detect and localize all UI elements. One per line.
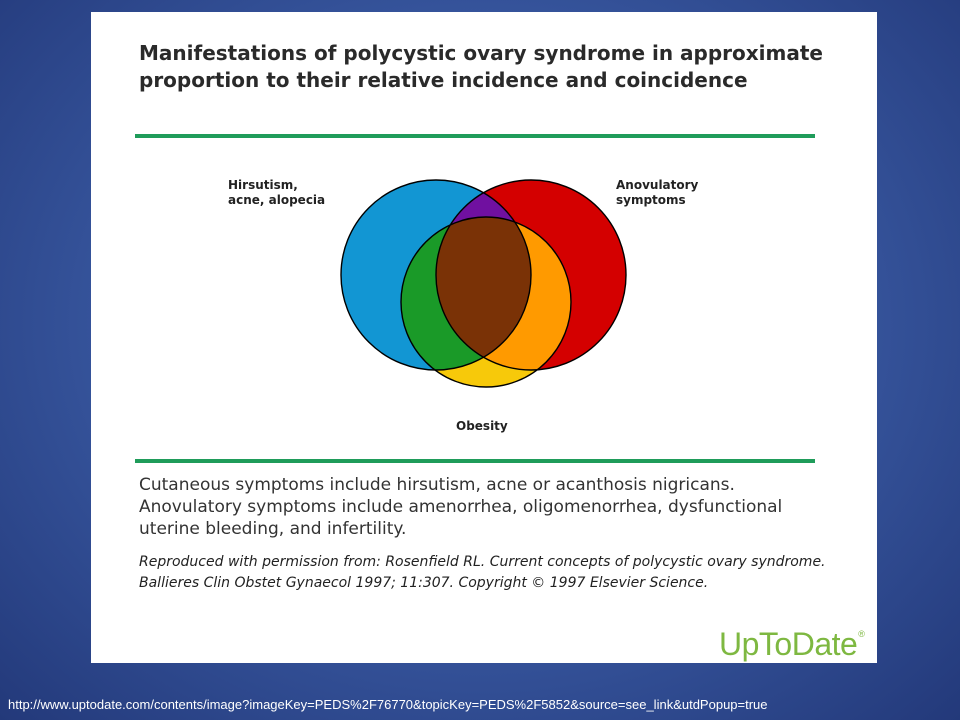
logo-wordmark: UpToDate bbox=[719, 626, 858, 662]
uptodate-logo: UpToDate® bbox=[719, 616, 865, 662]
diagram-title: Manifestations of polycystic ovary syndr… bbox=[139, 41, 823, 92]
credit-text: Reproduced with permission from: Rosenfi… bbox=[139, 554, 826, 591]
venn-diagram bbox=[340, 179, 627, 388]
anovulatory-outline bbox=[435, 179, 627, 371]
source-url-link[interactable]: http://www.uptodate.com/contents/image?i… bbox=[8, 697, 768, 712]
obesity-outline bbox=[400, 216, 572, 388]
top-divider bbox=[135, 134, 815, 138]
slide-card: Manifestations of polycystic ovary syndr… bbox=[91, 12, 877, 663]
anovulatory-label: Anovulatory symptoms bbox=[616, 178, 699, 207]
obesity-label: Obesity bbox=[456, 419, 508, 433]
hirsutism-label: Hirsutism, acne, alopecia bbox=[228, 178, 326, 207]
bottom-divider bbox=[135, 459, 815, 463]
caption-text: Cutaneous symptoms include hirsutism, ac… bbox=[139, 475, 783, 539]
registered-mark: ® bbox=[858, 629, 865, 639]
